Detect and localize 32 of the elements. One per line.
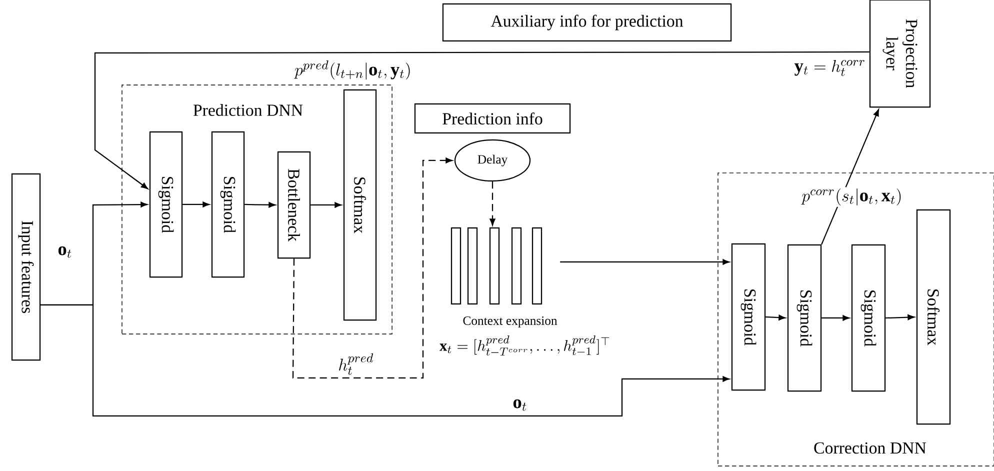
formula: $p^{pred}(l_{t+n}|\mathbf{o}_t,\mathbf{y}_t)$	[293, 59, 413, 81]
arrow	[292, 158, 453, 379]
layer-box: Input features	[11, 173, 41, 361]
arrow	[766, 314, 786, 320]
arrow	[40, 304, 730, 417]
layer-box: Auxiliary info for prediction	[442, 3, 732, 42]
layer-box: Bottleneck	[277, 151, 311, 259]
arrow	[886, 314, 915, 320]
edge-label: $\mathbf{o}_t$	[56, 245, 74, 259]
formula: $p^{corr}(s_t|\mathbf{o}_t,\mathbf{x}_t)$	[800, 187, 904, 207]
arrow	[490, 182, 496, 226]
layer-box: Sigmoid	[149, 131, 183, 278]
node-label: Context expansion	[463, 316, 558, 328]
arrow	[182, 202, 210, 208]
layer-box: Sigmoid	[851, 244, 886, 392]
arrow	[560, 259, 730, 265]
arrow	[310, 202, 342, 208]
layer-box: Sigmoid	[731, 243, 766, 391]
layer-box: Projection layer	[869, 0, 931, 108]
layer-box: Sigmoid	[211, 131, 245, 278]
layer-box: Prediction info	[414, 103, 571, 134]
arrow	[244, 202, 276, 208]
layer-box: Sigmoid	[787, 244, 822, 392]
context-bars-drawing	[450, 227, 542, 305]
edge-label: $h_t^{pred}$	[336, 352, 376, 376]
edge-label: $\mathbf{o}_t$	[511, 398, 529, 412]
arrow	[94, 51, 870, 190]
layer-box: Softmax	[343, 89, 377, 321]
layer-box: Softmax	[916, 209, 951, 425]
formula: $\mathbf{x}_t = [h^{pred}_{t-T^{corr}},\ldots,h^{pred}_{t-1}]^\top$	[440, 335, 610, 356]
arrow	[822, 315, 850, 321]
edge-label: $\mathbf{y}_t = h_t^{corr}$	[792, 58, 868, 78]
